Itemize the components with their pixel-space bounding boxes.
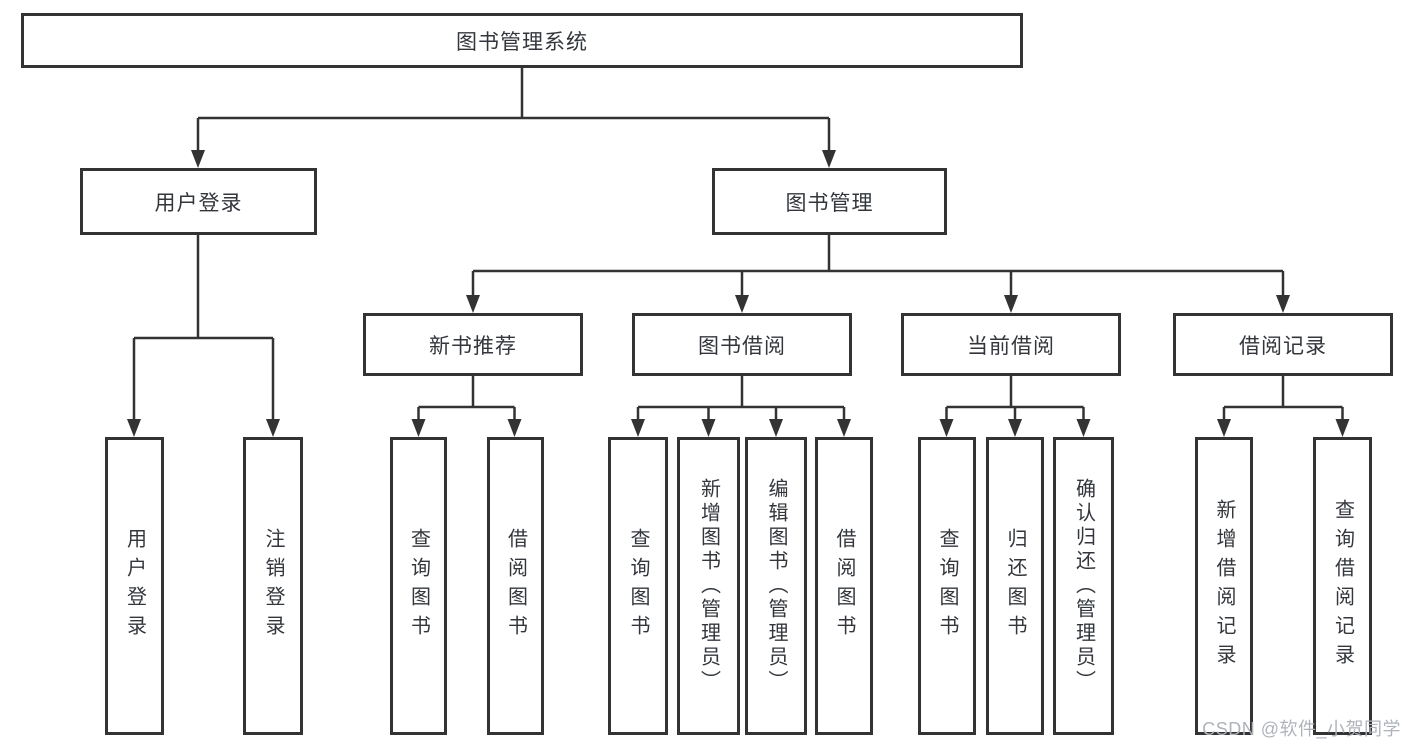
leaf-edit-book-admin-label: 编辑图书（管理员） (765, 478, 787, 694)
leaf-add-borrow-record: 新增借阅记录 (1195, 437, 1253, 735)
leaf-query-book-a: 查询图书 (390, 437, 447, 735)
node-borrow-record-label: 借阅记录 (1239, 334, 1327, 358)
leaf-add-book-admin: 新增图书（管理员） (677, 437, 740, 735)
leaf-confirm-return-admin: 确认归还（管理员） (1053, 437, 1114, 735)
leaf-logout: 注销登录 (243, 437, 303, 735)
leaf-borrow-book-b-label: 借阅图书 (833, 528, 855, 644)
node-root-system-label: 图书管理系统 (456, 30, 588, 54)
csdn-watermark: CSDN @软件_小贺同学 (1202, 719, 1401, 739)
connector-lines (132, 68, 1344, 421)
node-user-login: 用户登录 (80, 168, 317, 235)
leaf-query-borrow-record-label: 查询借阅记录 (1331, 499, 1354, 673)
node-user-login-label: 用户登录 (154, 191, 243, 215)
leaf-query-book-c-label: 查询图书 (936, 528, 958, 644)
leaf-return-book: 归还图书 (986, 437, 1044, 735)
leaf-user-login: 用户登录 (105, 437, 164, 735)
arrowheads (127, 150, 1350, 437)
node-borrow-record: 借阅记录 (1173, 313, 1393, 376)
leaf-query-book-b: 查询图书 (608, 437, 668, 735)
leaf-confirm-return-admin-label: 确认归还（管理员） (1072, 478, 1095, 694)
leaf-user-login-label: 用户登录 (123, 528, 146, 644)
leaf-add-borrow-record-label: 新增借阅记录 (1213, 499, 1235, 673)
leaf-borrow-book-b: 借阅图书 (815, 437, 873, 735)
leaf-borrow-book-a: 借阅图书 (487, 437, 544, 735)
leaf-query-book-b-label: 查询图书 (627, 528, 649, 644)
node-book-borrow-label: 图书借阅 (698, 334, 786, 358)
node-book-management: 图书管理 (712, 168, 947, 235)
leaf-logout-label: 注销登录 (262, 528, 284, 644)
leaf-return-book-label: 归还图书 (1004, 528, 1026, 644)
node-new-book-recommend-label: 新书推荐 (429, 334, 517, 358)
node-book-borrow: 图书借阅 (632, 313, 852, 376)
leaf-add-book-admin-label: 新增图书（管理员） (697, 478, 720, 694)
leaf-query-book-c: 查询图书 (918, 437, 976, 735)
node-book-management-label: 图书管理 (785, 191, 874, 215)
node-new-book-recommend: 新书推荐 (363, 313, 583, 376)
leaf-borrow-book-a-label: 借阅图书 (504, 528, 527, 644)
leaf-query-borrow-record: 查询借阅记录 (1313, 437, 1372, 735)
node-current-borrow: 当前借阅 (901, 313, 1121, 376)
node-current-borrow-label: 当前借阅 (967, 334, 1055, 358)
node-root-system: 图书管理系统 (21, 13, 1023, 68)
leaf-edit-book-admin: 编辑图书（管理员） (745, 437, 807, 735)
leaf-query-book-a-label: 查询图书 (407, 528, 430, 644)
